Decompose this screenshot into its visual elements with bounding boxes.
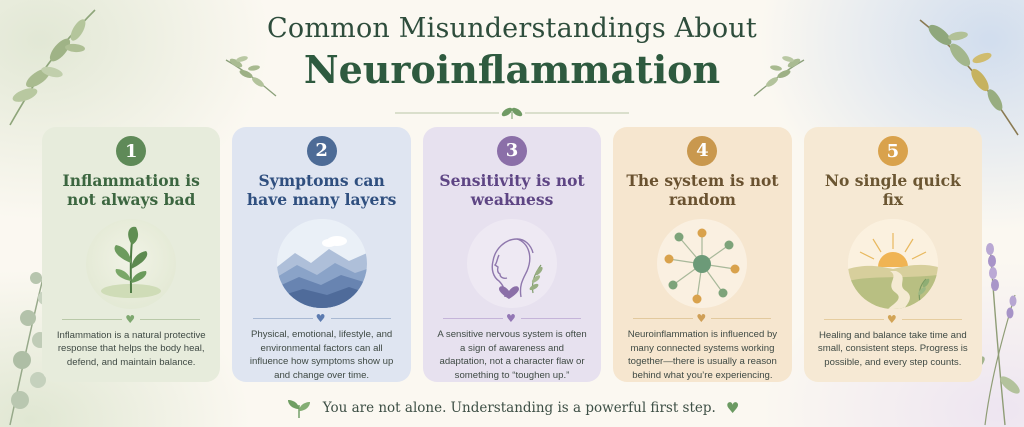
card-number-badge: 1	[116, 136, 147, 166]
cards-row: 1 Inflammation is not always bad ♥ Infla…	[42, 127, 983, 382]
heart-icon: ♥	[125, 313, 136, 326]
card-divider: ♥	[633, 312, 772, 326]
card-body: Neuroinflammation is influenced by many …	[627, 329, 778, 381]
card-number-badge: 4	[687, 136, 718, 166]
card-number-badge: 3	[497, 136, 528, 166]
face-profile-heart-icon	[467, 218, 558, 309]
card-body: Physical, emotional, lifestyle, and envi…	[249, 329, 394, 381]
card-5: 5 No single quick fix	[803, 127, 983, 382]
layered-mountains-icon	[276, 218, 367, 309]
sprig-right-icon	[753, 56, 805, 97]
heart-icon: ♥	[696, 312, 707, 326]
card-divider: ♥	[62, 313, 201, 326]
card-heading: Symptoms can have many layers	[246, 170, 397, 209]
heart-icon: ♥	[315, 312, 326, 326]
card-heading: No single quick fix	[824, 171, 961, 209]
card-4: 4 The system is not random	[613, 127, 792, 382]
card-body: A sensitive nervous system is often a si…	[437, 329, 587, 381]
sprout-icon	[86, 219, 177, 309]
card-body: Healing and balance take time and small,…	[817, 330, 968, 368]
sprout-small-icon	[287, 400, 310, 418]
sprig-left-icon	[225, 56, 277, 97]
small-leaf-icon	[501, 107, 523, 119]
heart-icon: ♥	[725, 399, 740, 417]
card-body: Inflammation is a natural protective res…	[56, 330, 206, 368]
card-number-badge: 2	[306, 136, 337, 166]
card-number-badge: 5	[877, 136, 908, 166]
network-nodes-icon	[657, 218, 748, 309]
page-title-line1: Common Misunderstandings About	[267, 13, 757, 44]
card-divider: ♥	[823, 313, 962, 326]
card-1: 1 Inflammation is not always bad ♥ Infla…	[42, 127, 221, 382]
card-divider: ♥	[443, 312, 582, 326]
heart-icon: ♥	[506, 312, 516, 326]
card-divider: ♥	[252, 312, 391, 326]
footer: You are not alone. Understanding is a po…	[0, 397, 1024, 419]
page-title-line2: Neuroinflammation	[303, 47, 721, 92]
card-2: 2 Symptoms can have many layers ♥ Physic…	[232, 127, 411, 382]
card-heading: The system is not random	[626, 170, 779, 209]
title-divider	[395, 107, 629, 119]
title-block: Common Misunderstandings About Neuroinfl…	[0, 12, 1024, 97]
card-3: 3 Sensitivity is not weakness ♥ A sensit…	[422, 127, 602, 382]
footer-message: You are not alone. Understanding is a po…	[322, 400, 716, 416]
heart-icon: ♥	[886, 313, 897, 326]
sunrise-path-icon	[847, 219, 938, 309]
card-heading: Sensitivity is not weakness	[439, 170, 585, 209]
card-heading: Inflammation is not always bad	[62, 171, 200, 209]
